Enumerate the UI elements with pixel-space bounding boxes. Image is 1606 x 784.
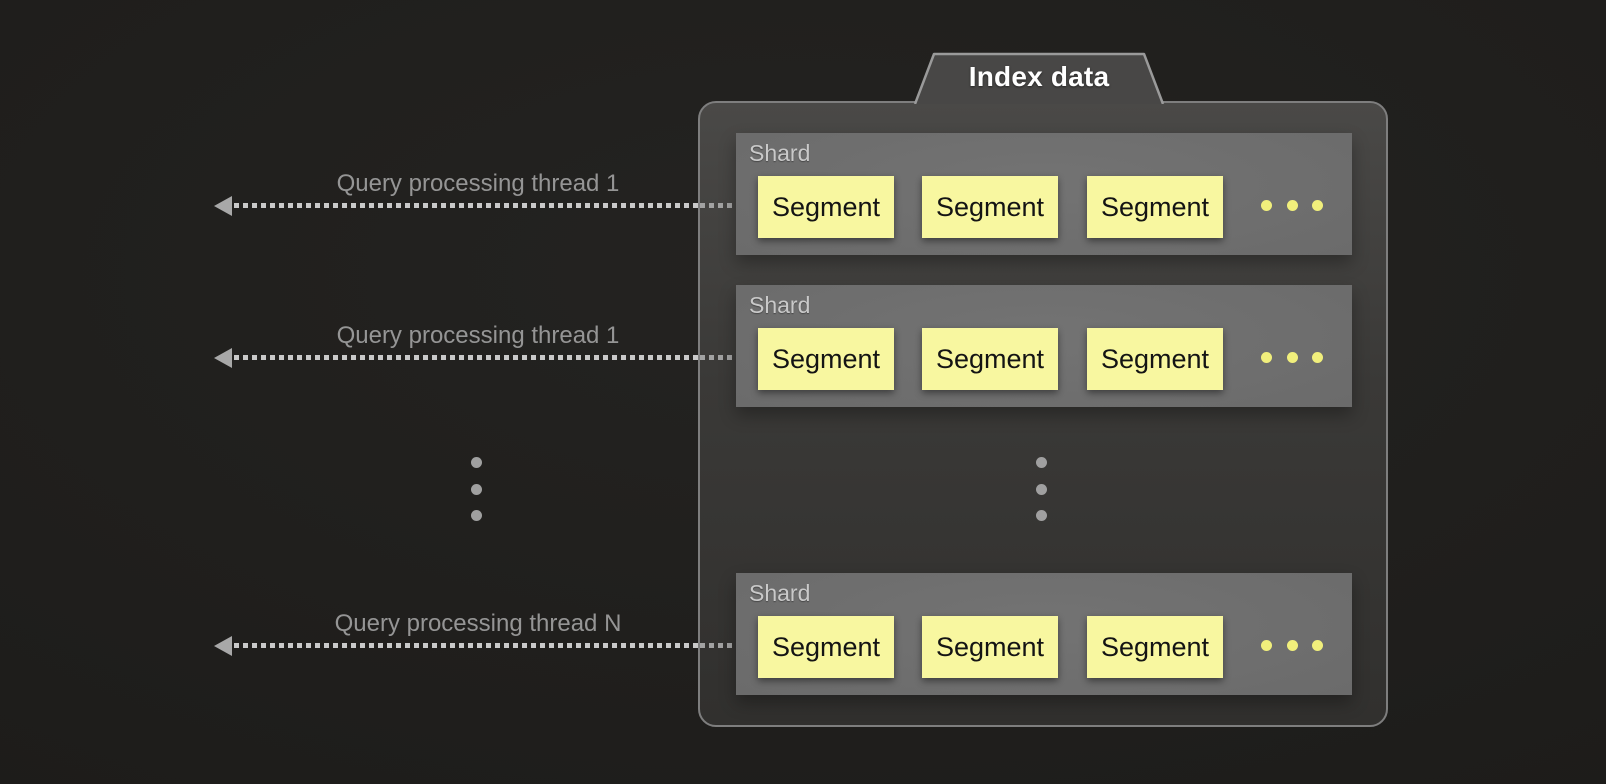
segment-ellipsis-dot: [1312, 640, 1323, 651]
shard-label: Shard: [749, 140, 811, 166]
segment-ellipsis-dot: [1312, 200, 1323, 211]
vertical-ellipsis-dot: [1036, 457, 1047, 468]
segment-box: Segment: [922, 616, 1058, 678]
segment-ellipsis-dot: [1287, 200, 1298, 211]
segment-box: Segment: [758, 328, 894, 390]
dotted-connector-line: [234, 643, 700, 648]
shard-box: Shard Segment Segment Segment: [736, 133, 1352, 255]
segment-box: Segment: [1087, 176, 1223, 238]
shard-label: Shard: [749, 292, 811, 318]
shard-box: Shard Segment Segment Segment: [736, 285, 1352, 407]
arrow-left-icon: [214, 348, 232, 368]
query-thread-label: Query processing thread 1: [336, 322, 620, 349]
segment-ellipsis-dot: [1287, 352, 1298, 363]
segment-box: Segment: [758, 616, 894, 678]
shard-box: Shard Segment Segment Segment: [736, 573, 1352, 695]
segment-ellipsis-dot: [1312, 352, 1323, 363]
arrow-left-icon: [214, 196, 232, 216]
segment-box: Segment: [1087, 616, 1223, 678]
segment-box: Segment: [1087, 328, 1223, 390]
arrow-left-icon: [214, 636, 232, 656]
vertical-ellipsis-dot: [471, 457, 482, 468]
query-thread-label: Query processing thread N: [334, 610, 622, 637]
vertical-ellipsis-dot: [471, 510, 482, 521]
vertical-ellipsis-dot: [1036, 510, 1047, 521]
dotted-connector-line: [234, 355, 700, 360]
vertical-ellipsis-dot: [471, 484, 482, 495]
query-thread-label: Query processing thread 1: [336, 170, 620, 197]
vertical-ellipsis-dot: [1036, 484, 1047, 495]
segment-box: Segment: [922, 328, 1058, 390]
segment-ellipsis-dot: [1261, 640, 1272, 651]
index-data-title: Index data: [968, 61, 1110, 92]
segment-ellipsis-dot: [1261, 352, 1272, 363]
segment-ellipsis-dot: [1261, 200, 1272, 211]
index-data-tab-shape: [913, 52, 1165, 104]
segment-box: Segment: [922, 176, 1058, 238]
dotted-connector-line: [234, 203, 700, 208]
segment-box: Segment: [758, 176, 894, 238]
shard-label: Shard: [749, 580, 811, 606]
segment-ellipsis-dot: [1287, 640, 1298, 651]
